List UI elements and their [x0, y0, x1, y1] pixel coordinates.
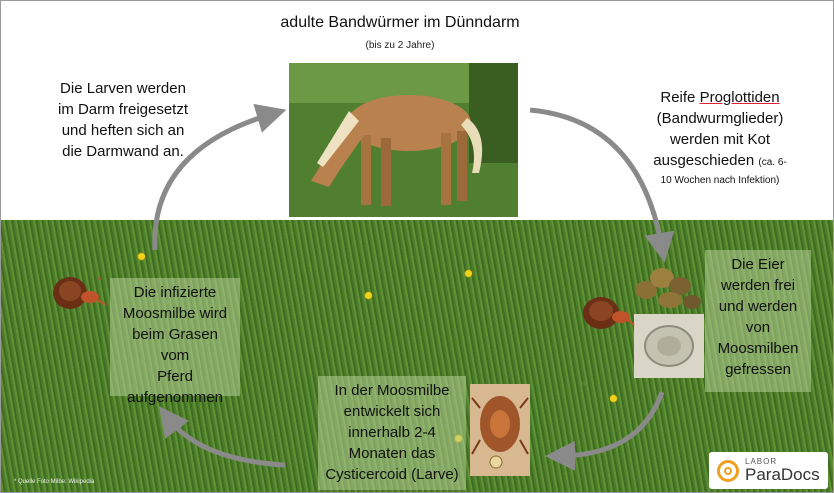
image-border: [0, 0, 834, 493]
lifecycle-diagram: adulte Bandwürmer im Dünndarm (bis zu 2 …: [0, 0, 834, 493]
